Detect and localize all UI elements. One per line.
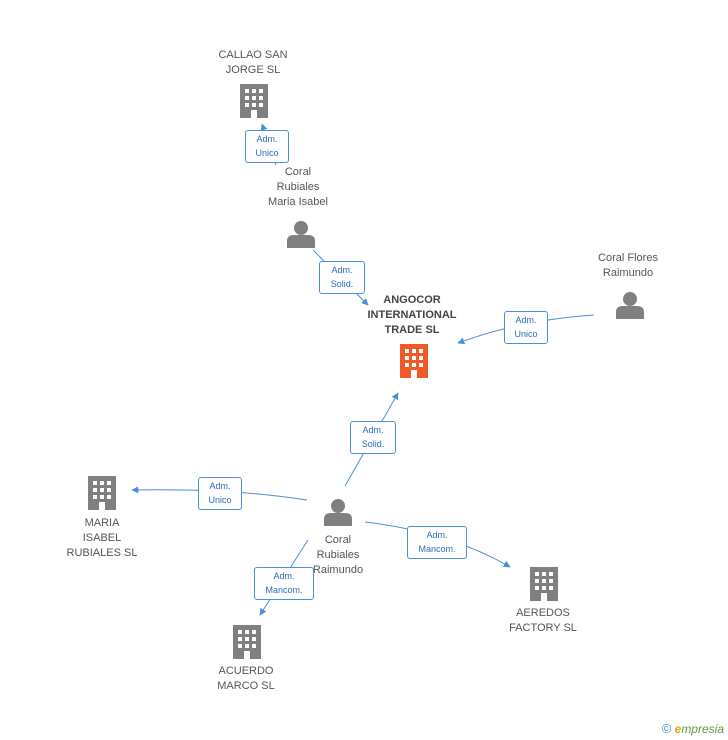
- coral-raimundo-person-icon: [324, 499, 352, 526]
- callao-building-icon: [240, 84, 268, 118]
- aeredos-building-icon: [530, 567, 558, 601]
- edge-label-adm-solid: Adm. Solid.: [350, 421, 396, 454]
- node-label-coral-maria[interactable]: Coral Rubiales Maria Isabel: [268, 166, 328, 208]
- empresia-logo-text: mpresia: [681, 722, 724, 736]
- edge-label-adm-mancom: Adm. Mancom.: [254, 567, 314, 600]
- node-label-callao[interactable]: CALLAO SAN JORGE SL: [218, 49, 288, 76]
- coral-maria-person-icon: [287, 221, 315, 248]
- angocor-building-icon: [400, 344, 428, 378]
- acuerdo-building-icon: [233, 625, 261, 659]
- node-label-coral-raimundo[interactable]: Coral Rubiales Raimundo: [312, 534, 364, 576]
- edge-label-adm-mancom: Adm. Mancom.: [407, 526, 467, 559]
- edge-label-adm-unico: Adm. Unico: [198, 477, 242, 510]
- node-label-angocor[interactable]: ANGOCOR INTERNATIONAL TRADE SL: [367, 294, 457, 336]
- coral-flores-person-icon: [616, 292, 644, 319]
- maria-isabel-building-icon: [88, 476, 116, 510]
- empresia-credit[interactable]: © empresia: [662, 721, 724, 736]
- node-label-maria-isabel[interactable]: MARIA ISABEL RUBIALES SL: [66, 517, 138, 559]
- edge-label-adm-solid: Adm. Solid.: [319, 261, 365, 294]
- copyright-icon: ©: [661, 721, 672, 736]
- edge-label-adm-unico: Adm. Unico: [245, 130, 289, 163]
- empresia-logo-initial: e: [674, 722, 682, 736]
- node-label-coral-flores[interactable]: Coral Flores Raimundo: [598, 252, 658, 279]
- edge-label-adm-unico: Adm. Unico: [504, 311, 548, 344]
- node-label-acuerdo[interactable]: ACUERDO MARCO SL: [217, 665, 275, 692]
- node-label-aeredos[interactable]: AEREDOS FACTORY SL: [509, 607, 577, 634]
